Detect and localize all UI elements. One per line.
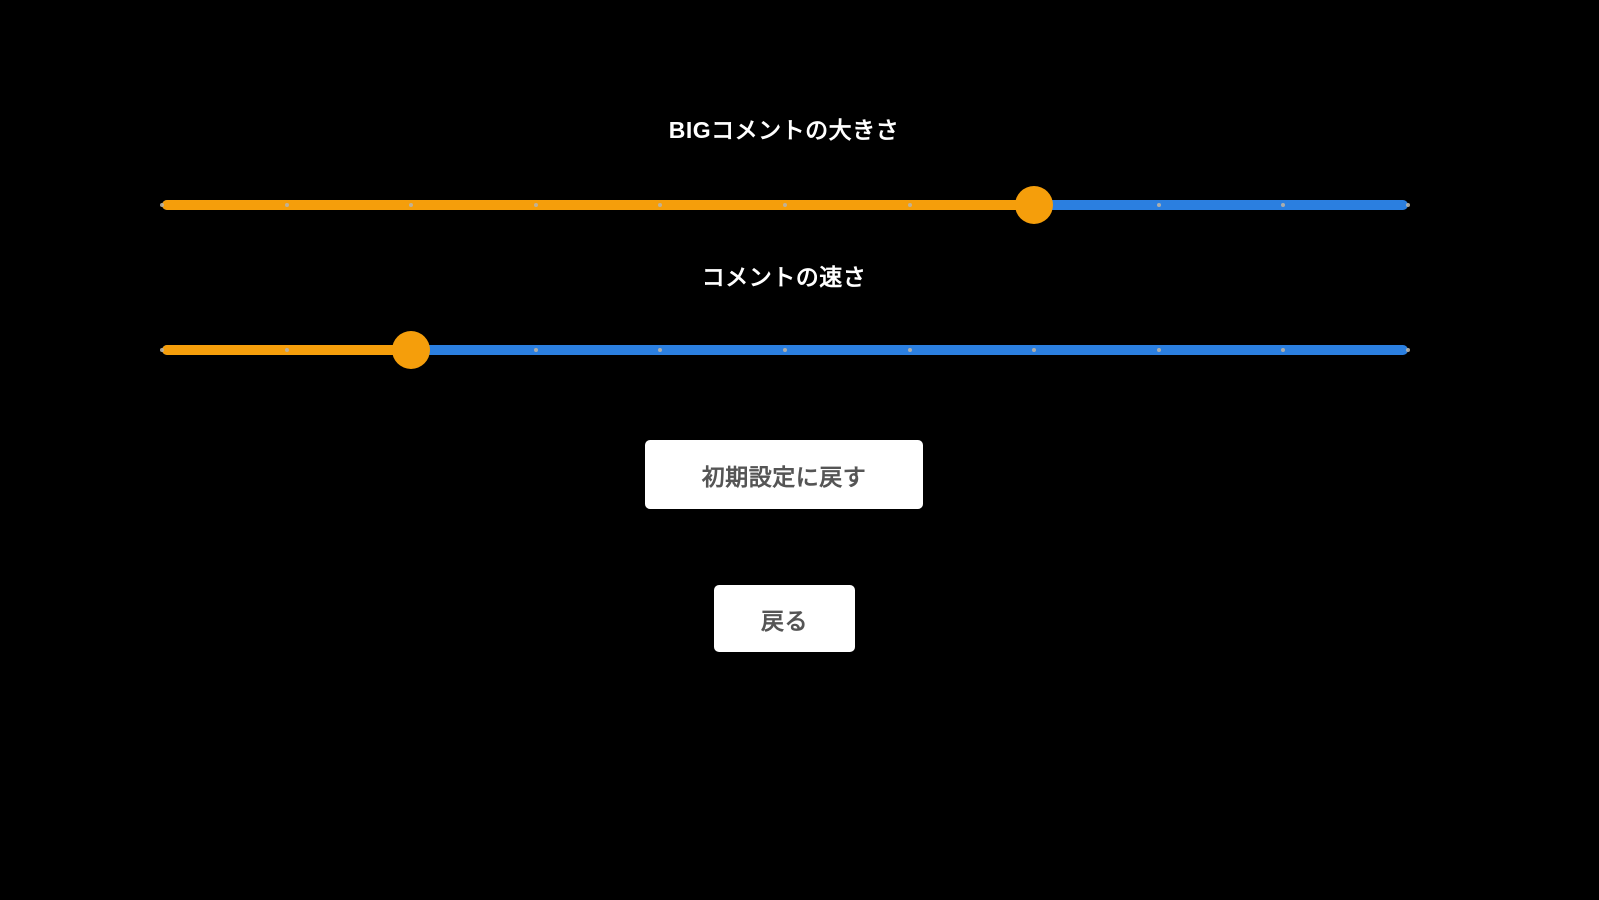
slider-comment-speed[interactable] xyxy=(160,330,1410,370)
reset-to-defaults-button[interactable]: 初期設定に戻す xyxy=(645,440,923,509)
setting-label-big-comment-size: BIGコメントの大きさ xyxy=(668,117,900,143)
slider-thumb[interactable] xyxy=(1015,186,1054,224)
slider-big-comment-size[interactable] xyxy=(160,185,1410,225)
back-button[interactable]: 戻る xyxy=(714,585,855,652)
slider-thumb[interactable] xyxy=(392,331,431,369)
slider-fill xyxy=(162,345,412,355)
slider-fill xyxy=(162,200,1035,210)
setting-label-comment-speed: コメントの速さ xyxy=(701,264,867,290)
